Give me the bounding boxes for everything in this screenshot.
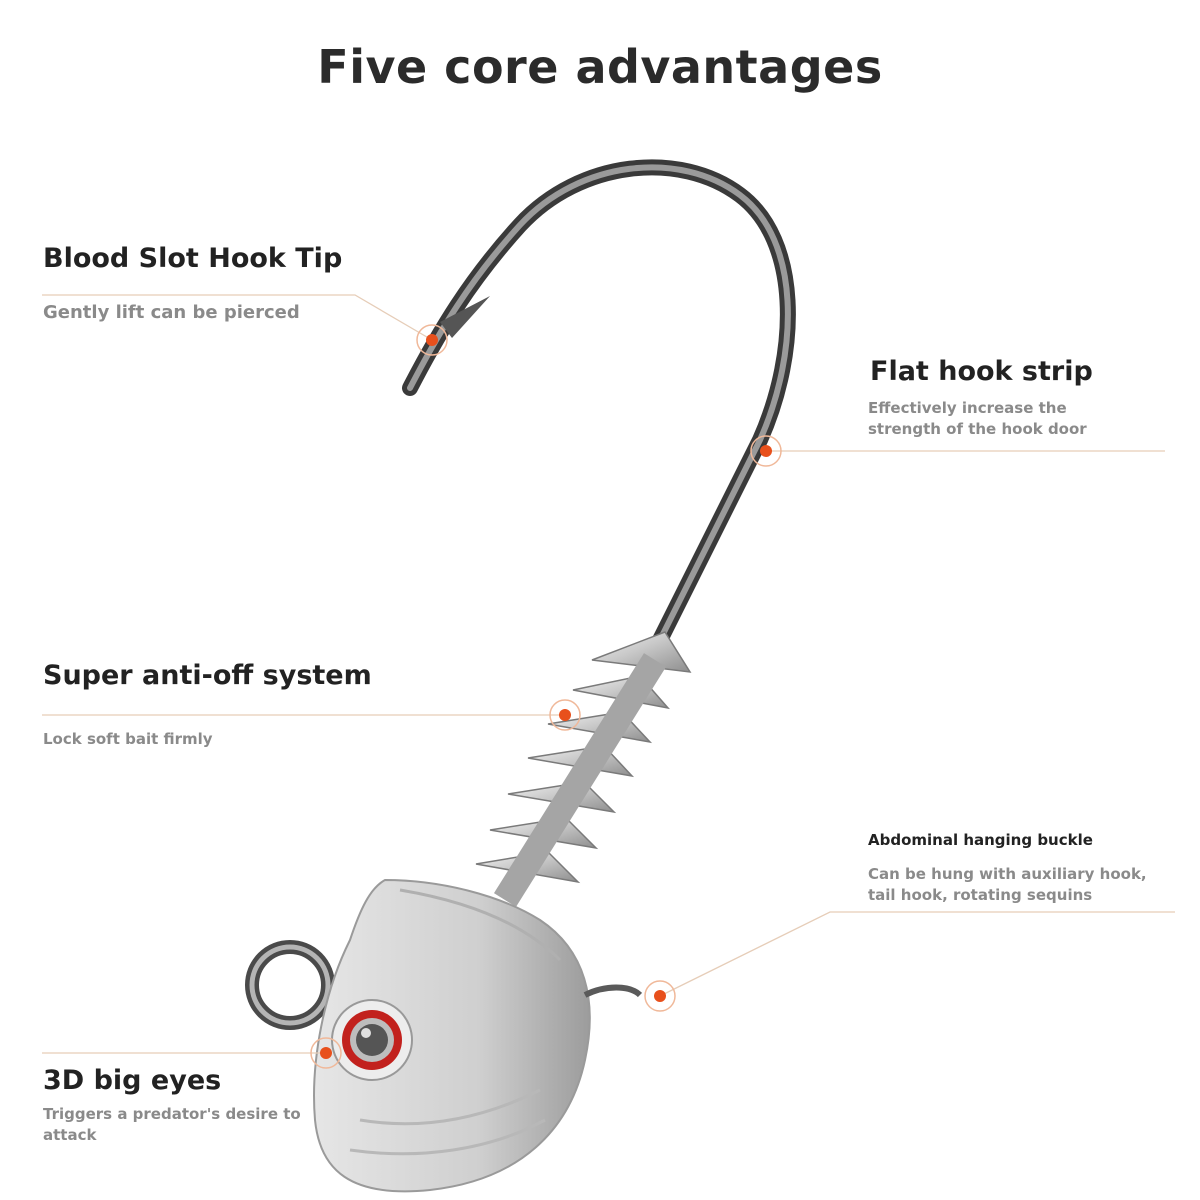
feature-title-eyes: 3D big eyes bbox=[43, 1065, 222, 1096]
feature-title-hook-strip: Flat hook strip bbox=[870, 356, 1093, 387]
3d-eye bbox=[331, 999, 413, 1081]
feature-desc-eyes: Triggers a predator's desire to attack bbox=[43, 1105, 301, 1144]
page-title: Five core advantages bbox=[317, 40, 883, 94]
jig-head bbox=[313, 878, 591, 1193]
feature-title-anti-off: Super anti-off system bbox=[43, 660, 372, 691]
hook-wire bbox=[402, 159, 796, 648]
marker-anti-off bbox=[549, 699, 581, 731]
feature-desc-belly-buckle: Can be hung with auxiliary hook, tail ho… bbox=[868, 865, 1147, 904]
feature-markers bbox=[310, 324, 782, 1069]
leader-lines bbox=[42, 294, 1175, 1054]
feature-title-belly-buckle: Abdominal hanging buckle bbox=[868, 831, 1093, 849]
feature-desc-anti-off: Lock soft bait firmly bbox=[43, 730, 213, 748]
marker-hook-strip bbox=[750, 435, 782, 467]
marker-belly-buckle bbox=[644, 980, 676, 1012]
marker-hook-tip bbox=[416, 324, 448, 356]
marker-eyes bbox=[310, 1037, 342, 1069]
belly-ring bbox=[583, 984, 643, 998]
screw-shank bbox=[493, 653, 667, 907]
line-eyelet bbox=[245, 940, 335, 1030]
feature-title-hook-tip: Blood Slot Hook Tip bbox=[43, 243, 343, 274]
feature-desc-hook-tip: Gently lift can be pierced bbox=[43, 302, 300, 323]
feature-desc-hook-strip: Effectively increase the strength of the… bbox=[868, 399, 1087, 438]
